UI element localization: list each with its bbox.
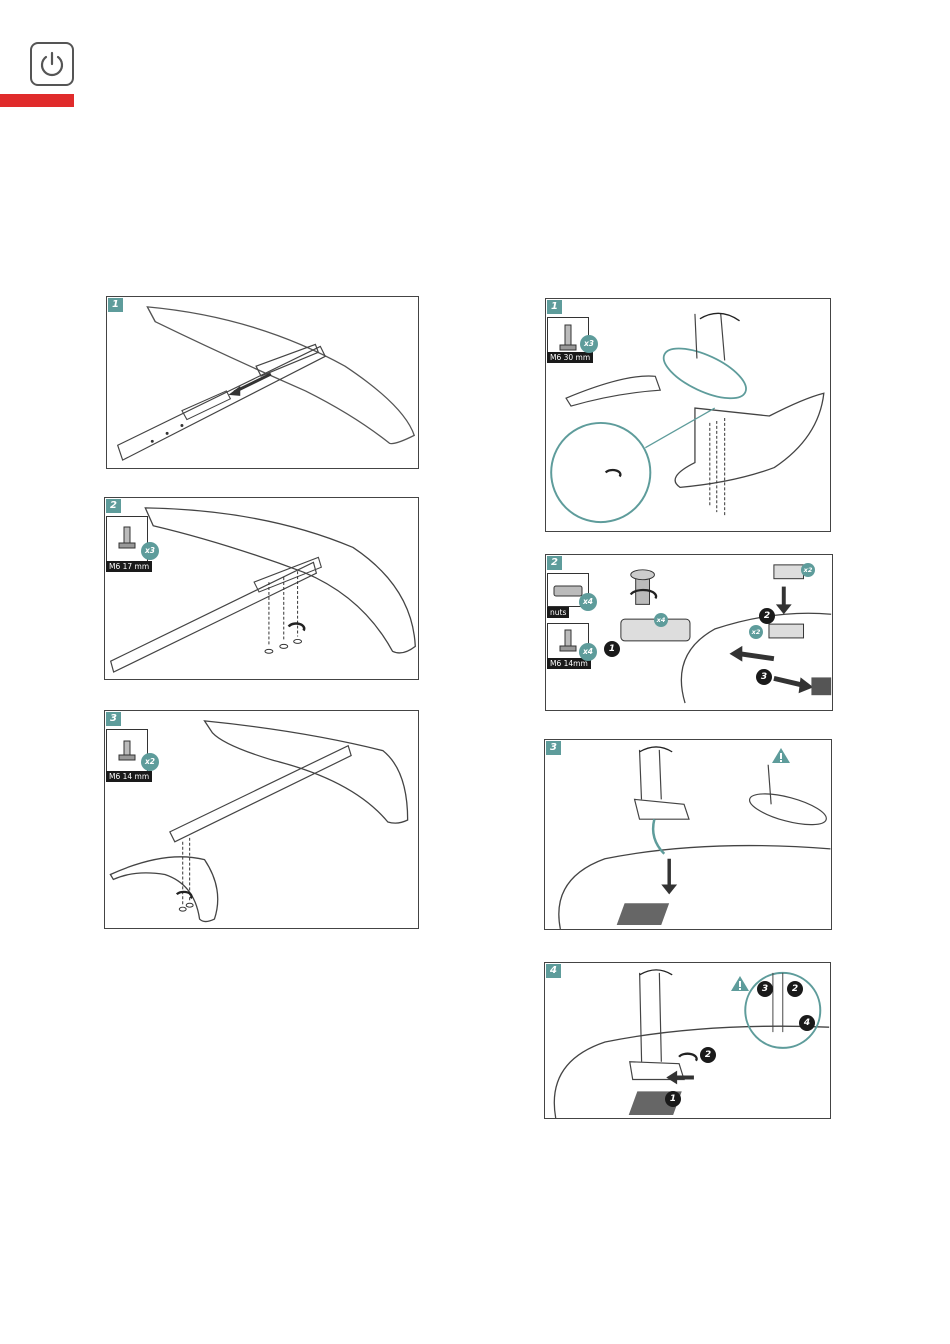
- step-marker: 4: [799, 1015, 815, 1031]
- hardware-label: nuts: [547, 607, 569, 618]
- step-number-badge: 2: [106, 499, 121, 513]
- step-number-badge: 1: [108, 298, 123, 312]
- step-marker: 2: [700, 1047, 716, 1063]
- quantity-badge: x2: [141, 753, 159, 771]
- quantity-badge: x4: [579, 593, 597, 611]
- step-number-badge: 1: [547, 300, 562, 314]
- step-marker: 1: [665, 1091, 681, 1107]
- right-step-3-panel: 3: [544, 739, 832, 930]
- right-step-1-panel: 1 M6 30 mm x3: [545, 298, 831, 532]
- hardware-label: M6 14 mm: [106, 771, 152, 782]
- step-number-badge: 2: [547, 556, 562, 570]
- left-step-1-panel: 1: [106, 296, 419, 469]
- step-marker: 1: [604, 641, 620, 657]
- left-step-3-panel: 3 M6 14 mm x2: [104, 710, 419, 929]
- power-icon: [30, 42, 74, 86]
- step-number-badge: 3: [546, 741, 561, 755]
- quantity-badge: x2: [801, 563, 815, 577]
- warning-triangle-icon: [771, 747, 791, 764]
- step-number-badge: 4: [546, 964, 561, 978]
- hardware-label: M6 30 mm: [547, 352, 593, 363]
- left-step-2-panel: 2 M6 17 mm x3: [104, 497, 419, 680]
- step-number-badge: 3: [106, 712, 121, 726]
- screw-icon: [107, 730, 147, 774]
- right-step-2-panel: 2 nuts x4 M6 14mm x4 x4 x2 x2 1 2 3: [545, 554, 833, 711]
- quantity-badge: x4: [579, 643, 597, 661]
- quantity-badge: x3: [580, 335, 598, 353]
- step-marker: 2: [759, 608, 775, 624]
- hardware-box: [106, 729, 148, 775]
- quantity-badge: x4: [654, 613, 668, 627]
- right-step-4-panel: 4 1 2 3 2 4: [544, 962, 831, 1119]
- accent-bar: [0, 94, 74, 107]
- step-marker: 3: [756, 669, 772, 685]
- warning-triangle-icon: [730, 975, 750, 992]
- step-marker: 2: [787, 981, 803, 997]
- quantity-badge: x3: [141, 542, 159, 560]
- quantity-badge: x2: [749, 625, 763, 639]
- hardware-label: M6 17 mm: [106, 561, 152, 572]
- step-marker: 3: [757, 981, 773, 997]
